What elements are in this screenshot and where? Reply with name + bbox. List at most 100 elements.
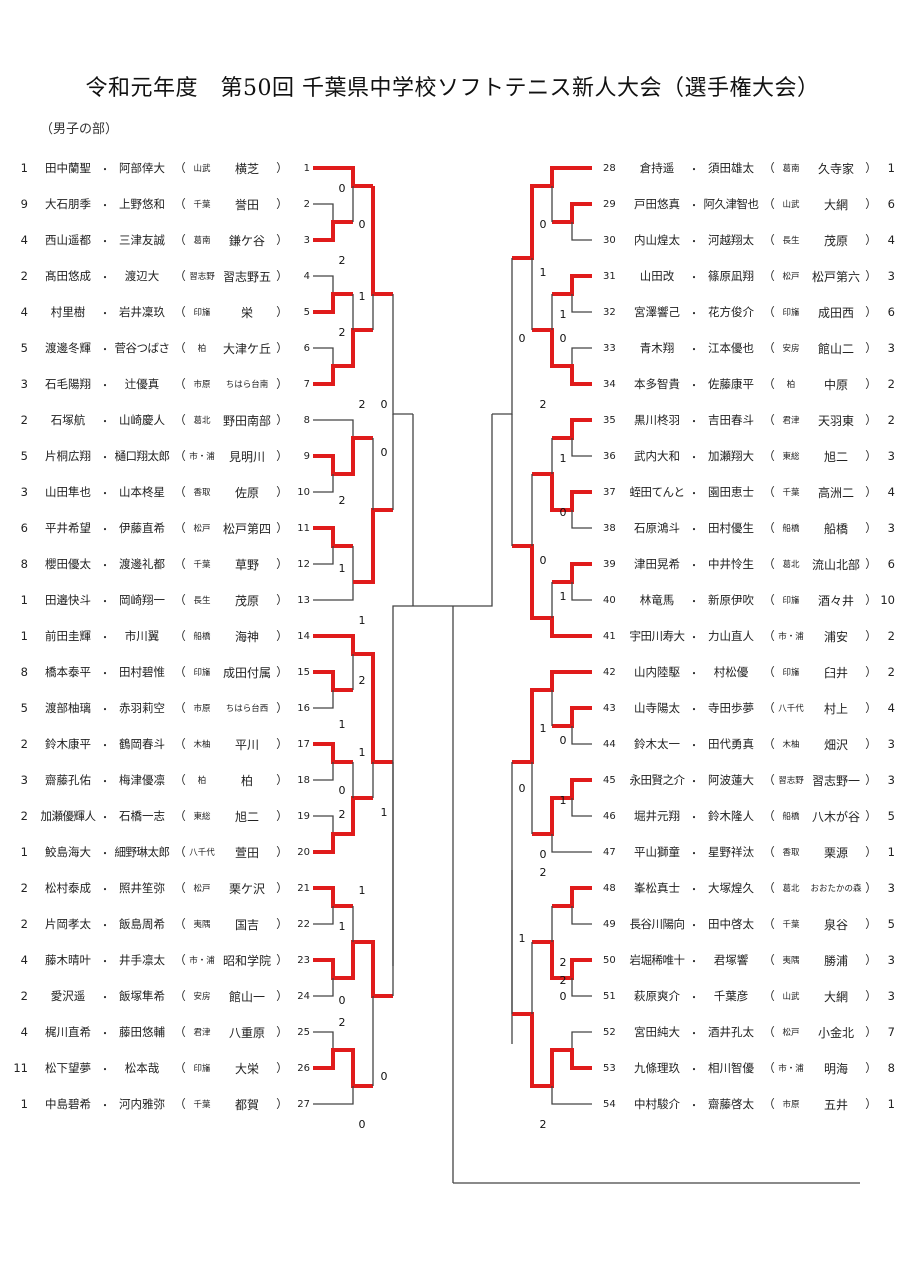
region-name: 千葉 xyxy=(782,488,800,498)
paren-open: （ xyxy=(763,989,775,1003)
right-bracket-line xyxy=(571,726,592,745)
match-score: 0 xyxy=(560,990,567,1003)
region-name: 市・浦 xyxy=(189,452,215,462)
school-name: 佐原 xyxy=(234,485,259,500)
school-name: 大栄 xyxy=(234,1061,259,1076)
player-2-name: 加瀬翔大 xyxy=(708,449,754,463)
right-bracket-line xyxy=(512,544,592,638)
player-1-name: 倉持遥 xyxy=(639,161,675,175)
match-score: 1 xyxy=(339,920,346,933)
right-bracket-line xyxy=(453,414,493,607)
left-bracket-line xyxy=(313,474,334,493)
region-name: 市原 xyxy=(782,1100,800,1110)
paren-open: （ xyxy=(763,341,775,355)
player-1-name: 九條理玖 xyxy=(634,1061,680,1075)
school-name: 国吉 xyxy=(234,917,259,932)
paren-open: （ xyxy=(763,665,775,679)
school-name: 松戸第六 xyxy=(811,269,860,284)
separator: ・ xyxy=(100,740,110,752)
player-2-name: 吉田春斗 xyxy=(708,413,754,427)
seed-number: 2 xyxy=(20,737,28,751)
paren-open: （ xyxy=(174,701,186,715)
paren-open: （ xyxy=(763,485,775,499)
right-bracket-line xyxy=(492,258,513,415)
paren-close: ） xyxy=(276,593,288,607)
draw-number: 1 xyxy=(303,162,310,174)
paren-open: （ xyxy=(174,485,186,499)
separator: ・ xyxy=(100,524,110,536)
player-2-name: 渡邊礼都 xyxy=(119,557,165,571)
draw-number: 34 xyxy=(603,378,616,390)
separator: ・ xyxy=(100,560,110,572)
paren-open: （ xyxy=(174,413,186,427)
paren-close: ） xyxy=(865,953,877,967)
school-name: 浦安 xyxy=(823,629,848,644)
draw-number: 38 xyxy=(603,522,616,534)
paren-open: （ xyxy=(763,413,775,427)
draw-number: 33 xyxy=(603,342,616,354)
separator: ・ xyxy=(689,1100,699,1112)
region-name: 葛南 xyxy=(782,164,800,174)
school-name: 中原 xyxy=(823,377,848,392)
paren-open: （ xyxy=(174,377,186,391)
paren-open: （ xyxy=(174,449,186,463)
paren-open: （ xyxy=(763,881,775,895)
region-name: 印旛 xyxy=(193,308,211,318)
right-bracket-line xyxy=(552,706,592,728)
separator: ・ xyxy=(100,308,110,320)
match-score: 0 xyxy=(381,446,388,459)
paren-close: ） xyxy=(865,809,877,823)
separator: ・ xyxy=(689,956,699,968)
player-1-name: 萩原爽介 xyxy=(634,989,680,1003)
school-name: 都賀 xyxy=(234,1097,259,1112)
separator: ・ xyxy=(100,452,110,464)
player-2-name: 江本優也 xyxy=(708,341,754,355)
left-bracket-line xyxy=(313,1086,354,1105)
player-1-name: 岩堀稀唯十 xyxy=(629,953,686,967)
draw-number: 51 xyxy=(603,990,616,1002)
match-score: 0 xyxy=(339,994,346,1007)
player-1-name: 宮澤響己 xyxy=(634,305,680,319)
player-1-name: 平山獅童 xyxy=(634,845,680,859)
seed-number: 4 xyxy=(20,305,28,319)
match-score: 2 xyxy=(540,866,547,879)
player-2-name: 井手凛太 xyxy=(119,953,165,967)
match-score: 0 xyxy=(339,182,346,195)
region-name: 千葉 xyxy=(193,1100,211,1110)
draw-number: 45 xyxy=(603,774,616,786)
school-name: 萱田 xyxy=(234,845,259,860)
draw-number: 39 xyxy=(603,558,616,570)
draw-number: 24 xyxy=(297,990,310,1002)
paren-open: （ xyxy=(763,1025,775,1039)
school-name: 小金北 xyxy=(817,1025,854,1040)
player-2-name: 齋藤啓太 xyxy=(708,1097,754,1111)
player-2-name: 藤田悠輔 xyxy=(119,1025,165,1039)
seed-number: 1 xyxy=(887,161,895,175)
paren-open: （ xyxy=(174,809,186,823)
division-label: （男子の部） xyxy=(40,122,119,137)
player-2-name: 伊藤直希 xyxy=(119,521,165,535)
left-bracket-line xyxy=(313,690,334,709)
player-1-name: 堀井元翔 xyxy=(634,809,680,823)
draw-number: 52 xyxy=(603,1026,616,1038)
separator: ・ xyxy=(689,524,699,536)
paren-close: ） xyxy=(865,845,877,859)
region-name: 市・浦 xyxy=(778,632,804,642)
seed-number: 9 xyxy=(20,197,28,211)
paren-close: ） xyxy=(276,269,288,283)
left-bracket-line xyxy=(313,347,334,366)
school-name: 大網 xyxy=(823,197,848,212)
paren-close: ） xyxy=(276,521,288,535)
school-name: 草野 xyxy=(234,557,259,572)
school-name: 栄 xyxy=(240,305,253,320)
seed-number: 1 xyxy=(20,161,28,175)
seed-number: 1 xyxy=(20,1097,28,1111)
